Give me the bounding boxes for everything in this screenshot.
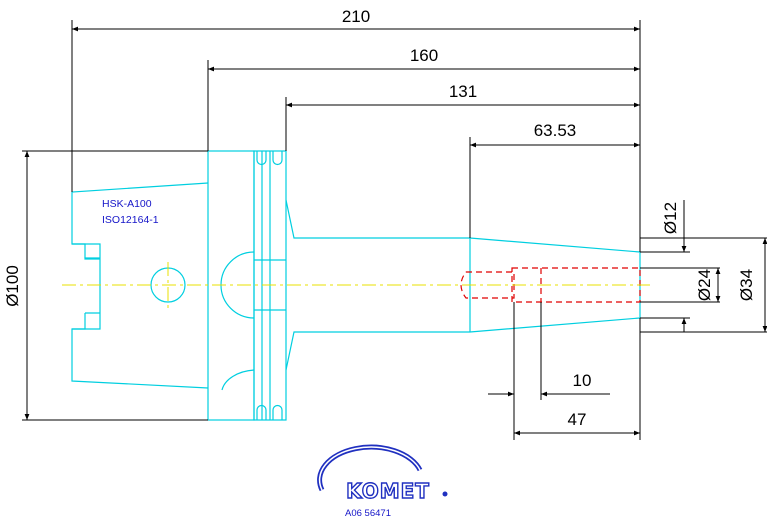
part-number: A06 56471 (345, 508, 391, 519)
flange-lower-arc (221, 369, 255, 391)
hsk-shank-slot-lower (72, 313, 86, 330)
logo-registered-dot (442, 491, 448, 497)
hsk-shank-slot (72, 243, 86, 258)
dim-taper-length: 63.53 (534, 121, 577, 140)
dim-flange-diameter: Ø100 (3, 265, 22, 307)
dim-neck-length: 131 (449, 82, 477, 101)
dim-tip-to-bore: 47 (568, 410, 587, 429)
spec-interface-label: HSK-A100 (102, 198, 152, 210)
groove-notch-bottom (256, 404, 283, 420)
spec-standard-label: ISO12164-1 (102, 214, 159, 226)
groove-notch-top (256, 151, 283, 166)
bore-front (460, 271, 515, 299)
dim-neck-diameter: Ø34 (737, 269, 756, 301)
neck-upper (285, 199, 641, 253)
dim-tip-diameter: Ø12 (661, 202, 680, 234)
dim-overall-length: 210 (342, 7, 370, 26)
dim-bore-diameter: Ø24 (695, 269, 714, 301)
dim-bore-depth: 10 (573, 371, 592, 390)
dim-shank-to-end: 160 (410, 46, 438, 65)
dimension-lines (22, 20, 767, 440)
komet-logo: KOMET (317, 444, 448, 504)
neck-lower (285, 317, 641, 371)
brand-logo-text: KOMET (346, 479, 430, 503)
